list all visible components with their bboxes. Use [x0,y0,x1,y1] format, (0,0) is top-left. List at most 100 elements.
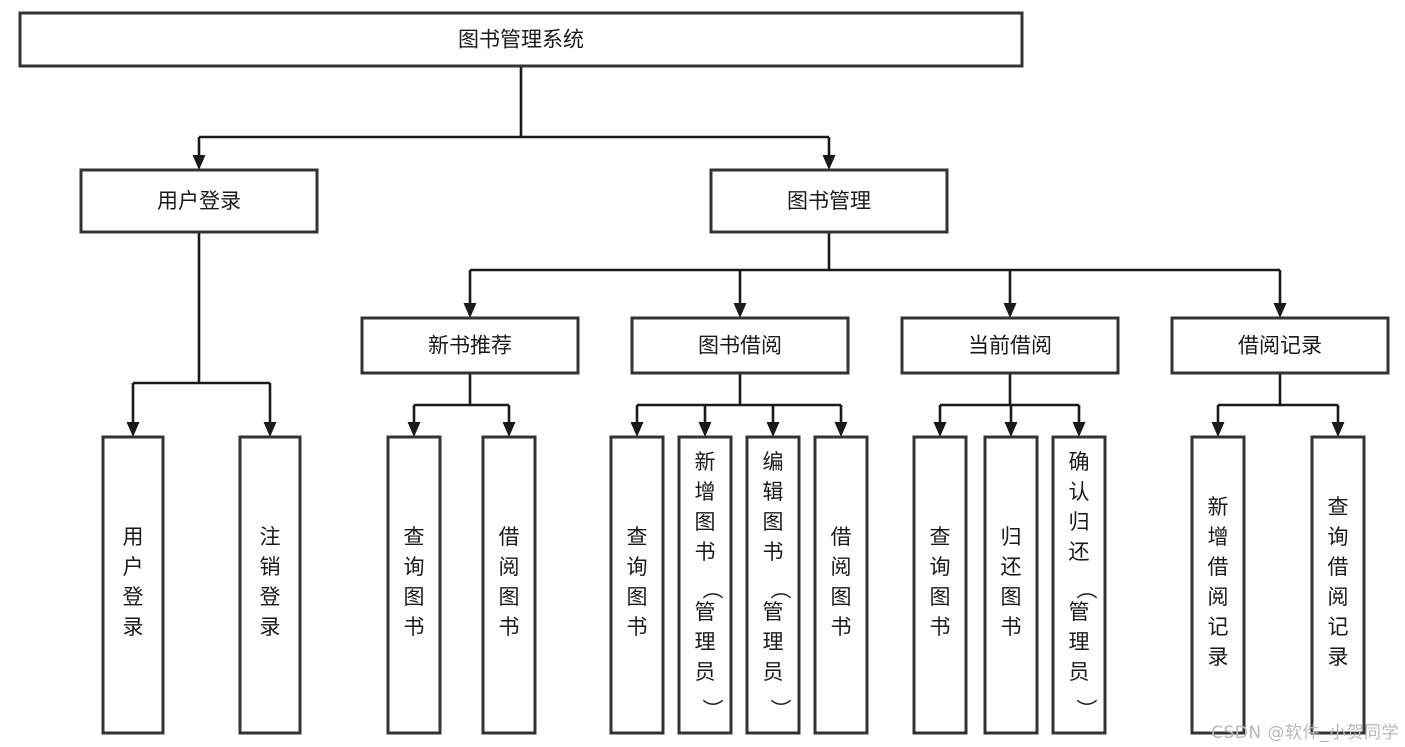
node-label-char: 图 [499,585,520,609]
node-box [813,435,869,735]
node-label-char: 图 [831,585,852,609]
node-label-char: 记 [1208,615,1229,639]
node-label-char: 阅 [1328,585,1349,609]
node-label-char: 借 [1328,555,1349,579]
node-borrow-records[interactable]: 借阅记录 [1170,316,1390,375]
arrow-head-icon [126,422,140,437]
node-current-borrow[interactable]: 当前借阅 [900,316,1120,375]
node-label-char: ） [700,699,724,720]
node-label-char: 员 [695,660,716,684]
node-label-char: 询 [930,555,951,579]
node-root-system[interactable]: 图书管理系统 [18,11,1024,68]
node-label-char: 记 [1328,615,1349,639]
node-label-char: （ [768,579,792,600]
node-book-borrow[interactable]: 图书借阅 [630,316,850,375]
node-box [101,435,165,735]
node-label: 借阅记录 [1238,334,1322,358]
node-label-char: 书 [404,615,425,639]
arrow-head-icon [263,422,277,437]
node-label-char: 认 [1069,480,1090,504]
node-book-management[interactable]: 图书管理 [709,168,949,234]
node-label-char: 管 [763,600,784,624]
node-label-char: 书 [627,615,648,639]
node-label-char: 用 [123,525,144,549]
node-label-char: 增 [1208,525,1229,549]
node-label: 图书管理系统 [458,28,584,52]
node-label-char: 书 [930,615,951,639]
node-label: 新书推荐 [428,334,512,358]
node-label-char: 录 [123,615,144,639]
arrow-head-icon [766,422,780,437]
node-label-char: ） [1074,699,1098,720]
node-label-char: 归 [1069,510,1090,534]
node-label-char: 图 [930,585,951,609]
node-label-char: 理 [763,630,784,654]
node-new-book-recommend[interactable]: 新书推荐 [360,316,580,375]
node-box [1310,435,1366,735]
node-label-char: （ [700,579,724,600]
node-leaf-user-login[interactable]: 用户登录 [101,435,165,735]
node-label-char: 辑 [763,480,784,504]
node-box [912,435,968,735]
arrow-head-icon [1004,422,1018,437]
node-box [238,435,302,735]
node-label-char: 注 [260,525,281,549]
node-label: 图书借阅 [698,334,782,358]
node-label-char: 查 [930,525,951,549]
arrow-head-icon [502,422,516,437]
connector-layer [126,66,1345,437]
node-label-char: ） [768,699,792,720]
arrow-head-icon [822,155,836,170]
node-user-login[interactable]: 用户登录 [79,168,319,234]
node-label-char: 还 [1069,540,1090,564]
node-box [709,168,949,234]
node-label-char: 书 [1001,615,1022,639]
node-box [900,316,1120,375]
node-box [386,435,442,735]
node-label-char: 询 [627,555,648,579]
node-label: 当前借阅 [968,334,1052,358]
node-label-char: 书 [499,615,520,639]
node-label-char: 归 [1001,525,1022,549]
node-label-char: 图 [1001,585,1022,609]
node-label: 图书管理 [787,189,871,213]
node-label-char: 图 [627,585,648,609]
node-label-char: 登 [260,585,281,609]
node-label-char: 查 [1328,495,1349,519]
arrow-head-icon [1273,303,1287,318]
arrow-head-icon [834,422,848,437]
node-box [1190,435,1246,735]
node-label-char: 确 [1069,450,1090,474]
node-label-char: 理 [695,630,716,654]
node-label-char: 查 [627,525,648,549]
node-label-char: 录 [1328,645,1349,669]
node-label-char: 理 [1069,630,1090,654]
node-label-char: 还 [1001,555,1022,579]
node-label-char: 管 [1069,600,1090,624]
node-label-char: 书 [763,540,784,564]
arrow-head-icon [630,422,644,437]
node-label-char: 阅 [1208,585,1229,609]
node-label-char: 图 [695,510,716,534]
node-box [79,168,319,234]
arrow-head-icon [733,303,747,318]
node-label-char: 员 [763,660,784,684]
node-label-char: 增 [695,480,716,504]
arrow-head-icon [192,155,206,170]
node-label-char: 录 [260,615,281,639]
node-label-char: 借 [499,525,520,549]
node-label-char: 询 [1328,525,1349,549]
